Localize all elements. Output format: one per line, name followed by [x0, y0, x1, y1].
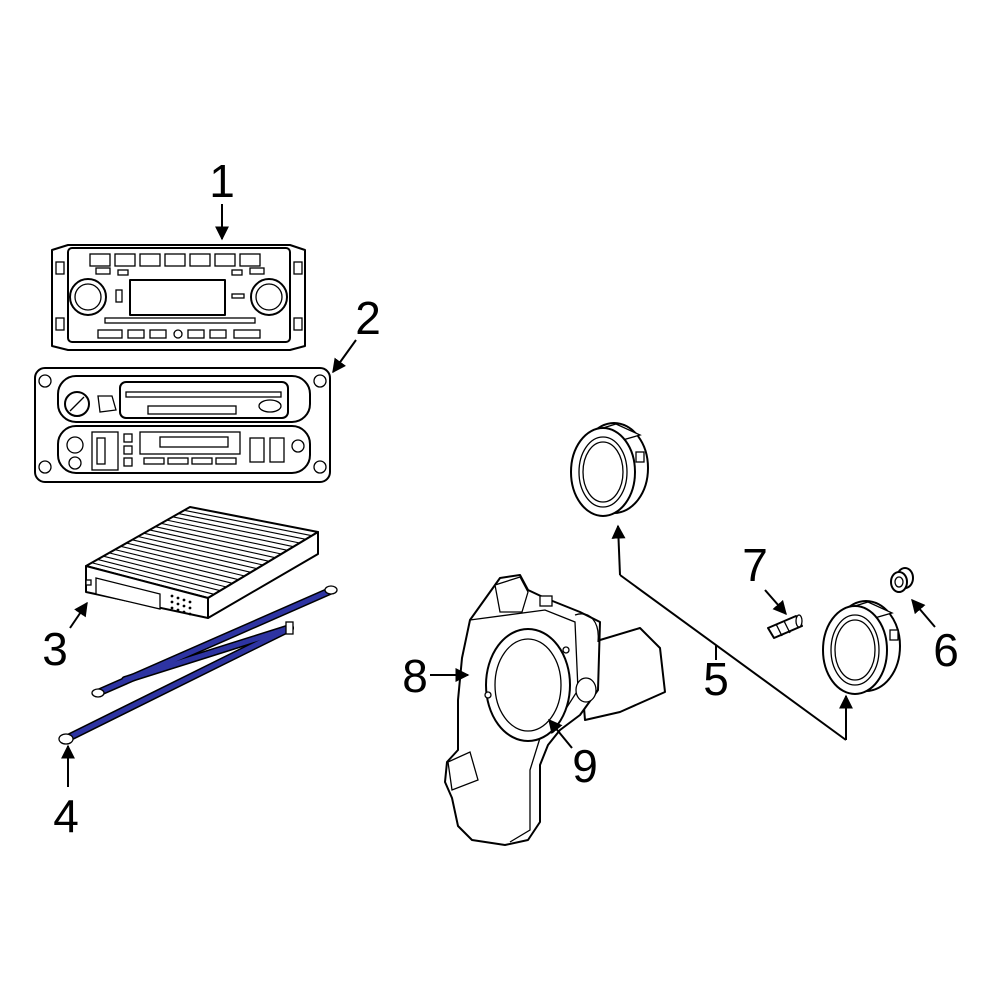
amplifier-fin	[132, 539, 258, 570]
callout-8: 8	[402, 650, 428, 702]
amplifier-fin	[184, 509, 312, 537]
amplifier-fin	[149, 529, 276, 559]
leader-5a	[611, 524, 626, 576]
amplifier-fin	[120, 545, 245, 577]
leader-6	[911, 598, 936, 628]
amplifier-fin	[91, 562, 215, 595]
callout-labels: 1 2 3 4 5 6 7 8 9	[42, 155, 959, 842]
leader-9	[548, 718, 573, 749]
amplifier-fin	[137, 535, 264, 566]
speaker-lower	[822, 600, 901, 695]
amplifier-fin	[108, 552, 233, 584]
radio-receiver	[34, 367, 331, 483]
amplifier-fin	[166, 519, 294, 548]
amplifier-fin	[126, 542, 251, 573]
leader-3	[69, 601, 88, 629]
amplifier-cables	[58, 585, 338, 745]
subwoofer-enclosure	[444, 574, 666, 846]
callout-1: 1	[209, 155, 235, 207]
amplifier-fin	[172, 516, 300, 544]
amplifier-vents	[170, 594, 192, 616]
amplifier-fin	[114, 549, 239, 581]
callout-6: 6	[933, 624, 959, 676]
speaker-upper	[570, 422, 649, 517]
radio-face-unit	[51, 244, 306, 351]
leader-5-diagonal	[619, 574, 847, 741]
amplifier	[85, 506, 319, 619]
amplifier-fin	[103, 555, 227, 588]
connector	[767, 614, 803, 639]
callout-3: 3	[42, 623, 68, 675]
callout-9: 9	[572, 740, 598, 792]
callout-5: 5	[703, 653, 729, 705]
callout-7: 7	[742, 539, 768, 591]
plug	[890, 567, 914, 593]
amplifier-fin	[160, 522, 288, 551]
amplifier-fins	[91, 509, 312, 595]
amplifier-fin	[143, 532, 270, 562]
callout-leaders	[61, 204, 936, 787]
amplifier-fin	[97, 558, 221, 592]
callout-2: 2	[355, 292, 381, 344]
amplifier-fin	[178, 513, 306, 540]
leader-2	[332, 339, 357, 374]
amplifier-fin	[155, 526, 282, 555]
callout-4: 4	[53, 790, 79, 842]
leader-7	[764, 589, 787, 616]
